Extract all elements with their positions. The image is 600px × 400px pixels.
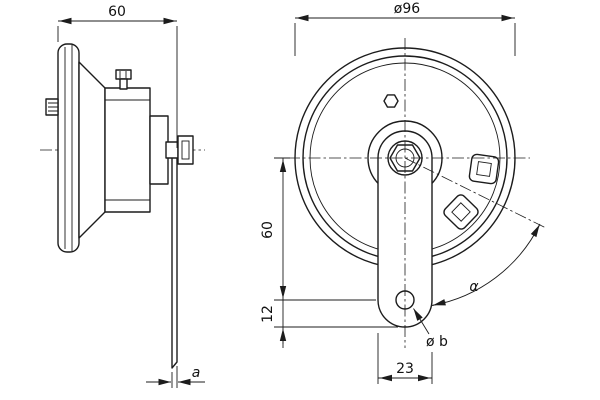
side-terminal-stud: [165, 141, 179, 159]
dim-depth-extension-lines: [57, 26, 178, 148]
dim-angle: α: [431, 223, 541, 306]
dim-ob-leader: [413, 308, 430, 335]
terminal-2-body: [443, 194, 479, 230]
dim-d96-extension-lines: [294, 23, 516, 56]
dim-hole-diameter: ø b: [413, 308, 448, 350]
dim-depth: 60: [57, 4, 178, 148]
dim-a-extension-lines: [171, 366, 178, 388]
side-bracket-plate: [171, 149, 178, 369]
side-stud-threads: [48, 102, 58, 112]
dim-a-label: a: [192, 365, 201, 381]
terminal-2: [443, 194, 479, 230]
terminal-2-blade: [451, 202, 471, 222]
side-cone: [78, 61, 106, 239]
dim-diameter: ø96: [294, 1, 516, 56]
dim-center-to-hole: 60: [260, 157, 376, 301]
dim-12-label: 12: [260, 305, 276, 323]
side-screw-knurl: [119, 71, 127, 78]
terminal-1-body: [468, 153, 500, 185]
dim-hole-offset: 12: [260, 300, 398, 348]
terminal-1: [468, 153, 500, 185]
dim-23-extension-lines: [377, 333, 433, 384]
dim-60v-extension-lines: [274, 157, 376, 301]
terminal-1-blade: [476, 161, 492, 177]
front-center-nut: [389, 144, 421, 172]
side-view: 60 a: [40, 4, 205, 388]
dim-23-label: 23: [396, 361, 414, 377]
terminal-axis-line: [404, 157, 547, 229]
angle-arrow-lower: [432, 299, 447, 306]
side-flange-seams: [64, 45, 73, 251]
side-flange: [57, 43, 80, 253]
dim-60v-label: 60: [260, 221, 276, 239]
dim-bracket-width: 23: [377, 333, 433, 384]
side-terminal-slot: [181, 140, 190, 160]
dim-d96-label: ø96: [394, 1, 420, 17]
dim-depth-label: 60: [108, 4, 126, 20]
dim-bracket-thickness: a: [146, 365, 205, 388]
side-screw-shaft: [119, 78, 128, 90]
front-hex-screw: [383, 94, 399, 108]
front-view: α ø96 60 12 ø b: [260, 1, 547, 384]
angle-arc: [431, 223, 541, 306]
side-terminal: [177, 135, 194, 165]
side-screw-head: [115, 69, 132, 80]
side-housing-steps: [105, 99, 150, 201]
side-housing: [104, 87, 151, 213]
angle-label: α: [469, 279, 479, 295]
dim-ob-label: ø b: [426, 334, 448, 350]
angle-arrow-upper: [530, 224, 540, 238]
